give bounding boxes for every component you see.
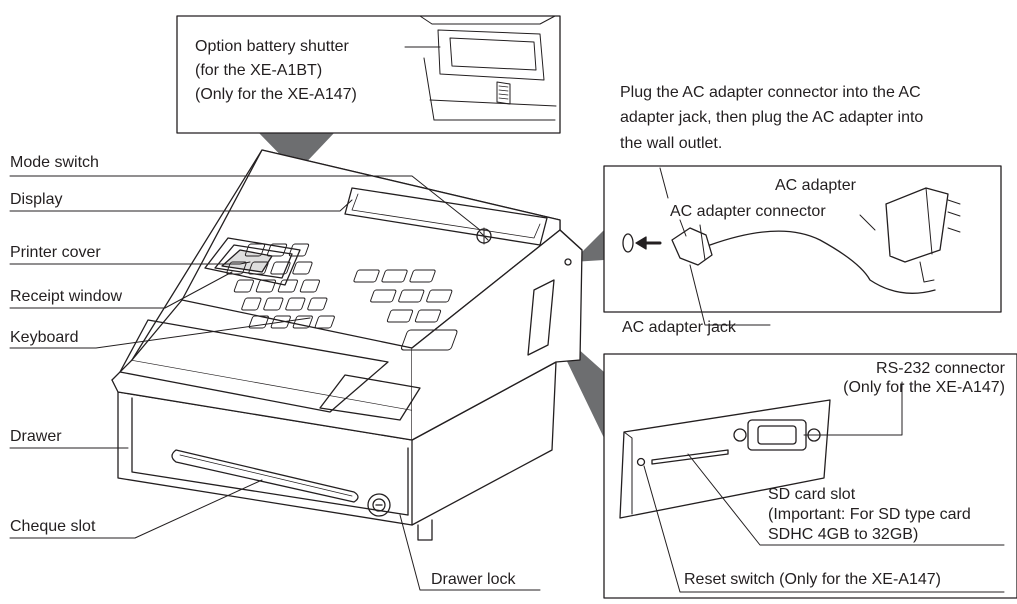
reset-switch-label: Reset switch (Only for the XE-A147): [684, 571, 941, 588]
sd-card-slot: [651, 449, 729, 465]
keyboard-keys: [226, 243, 458, 351]
battery-shutter-only-note: (Only for the XE-A147): [195, 86, 357, 103]
printer-cover: [204, 237, 301, 286]
ac-adapter-connector-label: AC adapter connector: [670, 203, 826, 220]
display-label: Display: [10, 191, 63, 208]
adapter-inset: [603, 165, 1002, 326]
ac-adapter-label: AC adapter: [775, 177, 856, 194]
right-side-panel: [411, 229, 583, 441]
printer-cover-label: Printer cover: [10, 244, 101, 261]
rs232-connector-label: RS-232 connector: [876, 360, 1005, 377]
battery-shutter-label: Option battery shutter: [195, 38, 349, 55]
adapter-instruction-line1: Plug the AC adapter connector into the A…: [620, 84, 921, 101]
mode-switch-label: Mode switch: [10, 154, 99, 171]
display-window: [344, 187, 548, 246]
side-inset: [603, 353, 1017, 599]
receipt-window-label: Receipt window: [10, 288, 123, 305]
sd-card-capacity-note: SDHC 4GB to 32GB): [768, 526, 919, 543]
cheque-slot: [171, 449, 359, 503]
keyboard-label: Keyboard: [10, 329, 79, 346]
adapter-instruction-line2: adapter jack, then plug the AC adapter i…: [620, 109, 924, 126]
ac-jack: [564, 258, 572, 266]
rs232-connector-note: (Only for the XE-A147): [843, 379, 1005, 396]
reset-switch: [636, 457, 646, 467]
ac-adapter-jack-label: AC adapter jack: [622, 319, 736, 336]
cash-register: [111, 149, 583, 541]
leader-lines: [9, 175, 541, 591]
adapter-instruction-line3: the wall outlet.: [620, 135, 723, 152]
battery-inset-callout-wedge: [258, 132, 335, 172]
sd-card-slot-label: SD card slot: [768, 486, 856, 503]
drawer-lock-label: Drawer lock: [431, 571, 516, 588]
drawer-lock: [367, 493, 391, 517]
battery-shutter-model-note: (for the XE-A1BT): [195, 62, 323, 79]
drawer-label: Drawer: [10, 428, 62, 445]
sd-card-important-note: (Important: For SD type card: [768, 506, 971, 523]
battery-inset: [176, 15, 561, 134]
cheque-slot-label: Cheque slot: [10, 518, 96, 535]
